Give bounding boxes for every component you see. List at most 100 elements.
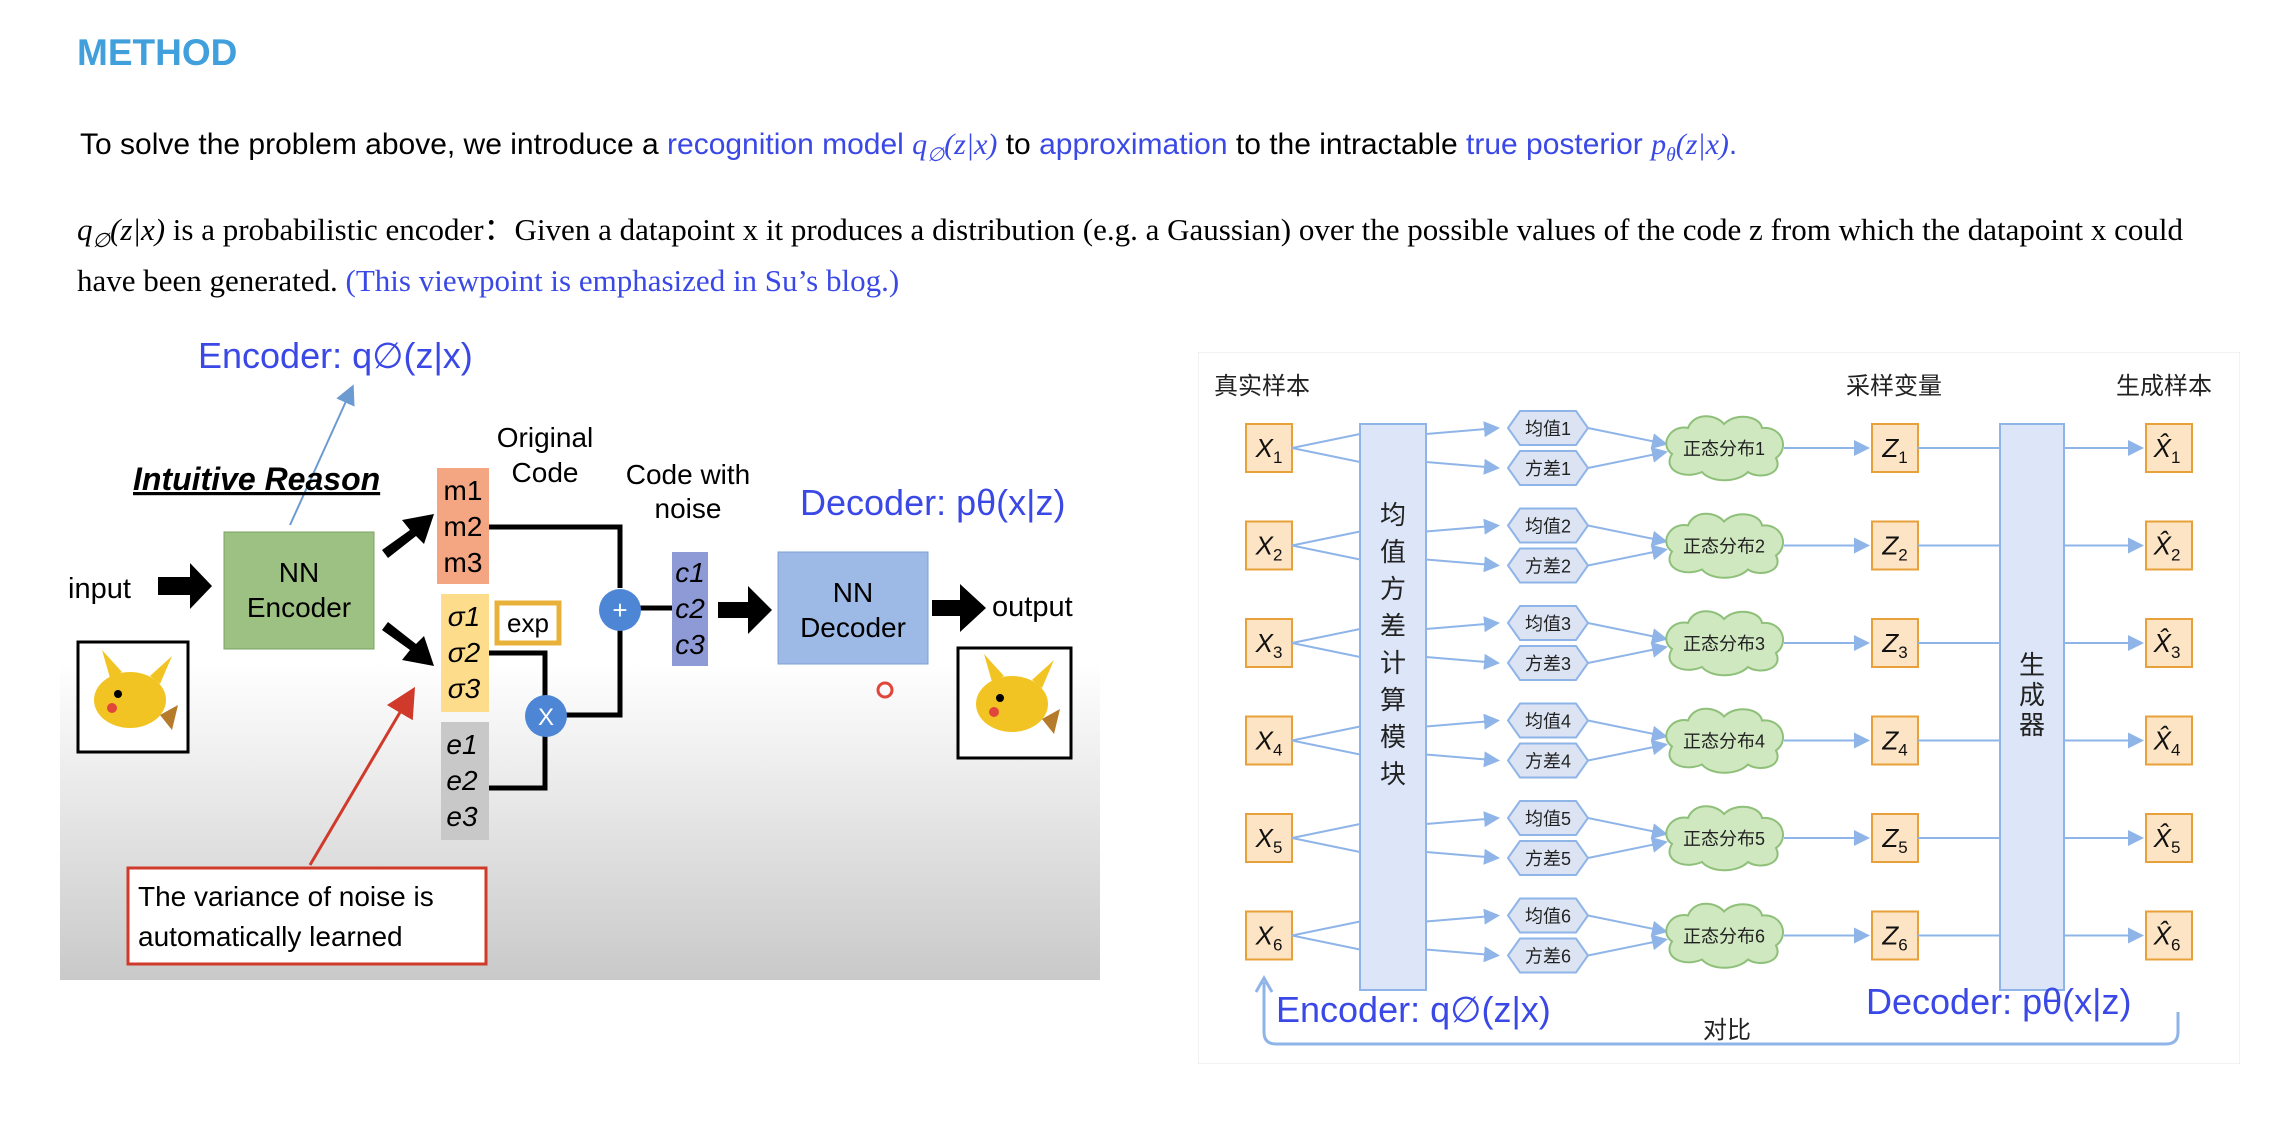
normal-distribution-label: 正态分布4 bbox=[1683, 732, 1765, 752]
module-char: 块 bbox=[1380, 759, 1406, 789]
q-phi-formula: q∅(z|x) bbox=[912, 128, 998, 166]
module-char: 方 bbox=[1380, 574, 1406, 604]
left-vae-diagram: Encoder: q∅(z|x) Intuitive Reason input … bbox=[60, 320, 1100, 980]
c1-label: c1 bbox=[675, 557, 705, 588]
real-sample-node bbox=[1245, 910, 1293, 961]
mean-link-line bbox=[1425, 616, 1500, 633]
mean-to-plus-line bbox=[489, 524, 623, 588]
variance-link-line bbox=[1425, 751, 1500, 768]
encoder-paragraph: q∅(z|x) is a probabilistic encoder：Given… bbox=[77, 210, 2227, 301]
variance-label: 方差4 bbox=[1525, 752, 1571, 772]
sampling-variable-header: 采样变量 bbox=[1846, 373, 1942, 400]
code-to-decoder-arrow bbox=[718, 586, 772, 634]
recognition-model-link: recognition model bbox=[667, 128, 904, 161]
dist-link-line bbox=[1587, 446, 1668, 469]
module-char: 算 bbox=[1380, 685, 1406, 715]
noise-to-times-line bbox=[489, 715, 548, 791]
normal-distribution-label: 正态分布2 bbox=[1683, 537, 1765, 557]
encoder-text: is a probabilistic encoder：Given a datap… bbox=[77, 212, 2183, 299]
e1-label: e1 bbox=[446, 729, 477, 760]
nn-encoder-label-2: Encoder bbox=[247, 592, 351, 623]
sample-variable-node bbox=[1871, 910, 1919, 961]
compare-label: 对比 bbox=[1703, 1017, 1751, 1044]
plus-node bbox=[599, 589, 641, 631]
real-sample-node bbox=[1245, 618, 1293, 668]
c3-label: c3 bbox=[675, 629, 705, 660]
variance-link-line bbox=[1425, 653, 1500, 670]
e3-label: e3 bbox=[446, 801, 478, 832]
right-decoder-label: Decoder: pθ(x|z) bbox=[1866, 981, 2131, 1022]
dist-link-line bbox=[1587, 641, 1668, 664]
generator-module bbox=[1999, 423, 2065, 991]
input-link-line bbox=[1291, 530, 1361, 547]
variance-link-line bbox=[1425, 458, 1500, 475]
decoder-title: Decoder: pθ(x|z) bbox=[800, 482, 1065, 523]
normal-distribution-label: 正态分布6 bbox=[1683, 927, 1765, 947]
generator-char: 器 bbox=[2019, 710, 2045, 740]
dist-link-line bbox=[1587, 739, 1668, 762]
input-link-line bbox=[1291, 433, 1361, 449]
p-theta-formula: pθ(z|x) bbox=[1651, 128, 1729, 166]
intro-paragraph: To solve the problem above, we introduce… bbox=[80, 128, 1738, 166]
code-with-noise-label-1: Code with bbox=[626, 459, 751, 490]
original-code-label-2: Code bbox=[512, 457, 579, 488]
variance-link-line bbox=[1425, 556, 1500, 573]
mean-label: 均值1 bbox=[1525, 419, 1571, 439]
input-link-line bbox=[1291, 725, 1361, 742]
nn-decoder-label-2: Decoder bbox=[800, 612, 906, 643]
sample-variable-node bbox=[1871, 813, 1919, 863]
mean-label: 均值4 bbox=[1525, 712, 1571, 732]
mean-code-box bbox=[437, 468, 489, 584]
input-link-line bbox=[1291, 739, 1361, 756]
input-link-line bbox=[1291, 544, 1361, 561]
intuitive-reason-label: Intuitive Reason bbox=[133, 461, 380, 497]
real-sample-node bbox=[1245, 813, 1293, 863]
q-phi-formula-2: q∅(z|x) bbox=[77, 212, 166, 253]
dist-link-line bbox=[1587, 934, 1668, 957]
input-arrow bbox=[158, 563, 212, 609]
input-pikachu-image bbox=[76, 640, 190, 754]
exp-label: exp bbox=[507, 608, 549, 638]
dist-link-line bbox=[1587, 817, 1668, 840]
module-char: 模 bbox=[1380, 722, 1406, 752]
generated-sample-node bbox=[2145, 910, 2193, 961]
generated-sample-node bbox=[2145, 520, 2193, 571]
times-node bbox=[525, 695, 567, 737]
mean-link-line bbox=[1425, 908, 1500, 925]
variance-label: 方差6 bbox=[1525, 947, 1571, 967]
intro-text-2: to bbox=[997, 128, 1040, 161]
input-link-line bbox=[1291, 934, 1361, 951]
m1-label: m1 bbox=[444, 475, 483, 506]
exp-box bbox=[494, 600, 562, 646]
input-label: input bbox=[68, 573, 131, 605]
nn-encoder-box bbox=[223, 531, 375, 650]
output-label: output bbox=[992, 591, 1073, 623]
generator-char: 生 bbox=[2019, 650, 2045, 680]
normal-distribution-node bbox=[1665, 902, 1784, 969]
right-encoder-label: Encoder: q∅(z|x) bbox=[1276, 989, 1551, 1030]
dist-link-line bbox=[1587, 622, 1668, 645]
mean-link-line bbox=[1425, 713, 1500, 730]
variance-note-line-2: automatically learned bbox=[138, 921, 403, 952]
normal-distribution-node bbox=[1665, 707, 1784, 774]
mean-label: 均值5 bbox=[1525, 809, 1571, 829]
intro-text-1: To solve the problem above, we introduce… bbox=[80, 128, 668, 161]
c2-label: c2 bbox=[675, 593, 705, 624]
generated-sample-node bbox=[2145, 715, 2193, 766]
normal-distribution-label: 正态分布5 bbox=[1683, 829, 1765, 849]
module-char: 均 bbox=[1380, 500, 1406, 530]
sample-variable-label: Z5 bbox=[1881, 823, 1907, 857]
decoder-to-output-arrow bbox=[932, 584, 986, 632]
intro-text-3: to the intractable bbox=[1227, 128, 1467, 161]
normal-distribution-node bbox=[1665, 512, 1784, 579]
sigma2-label: σ2 bbox=[448, 637, 481, 668]
variance-label: 方差5 bbox=[1525, 849, 1571, 869]
noise-code-box bbox=[441, 722, 489, 840]
sample-variable-node bbox=[1871, 423, 1919, 473]
variance-note-box bbox=[126, 866, 488, 966]
noisy-code-box bbox=[672, 552, 708, 666]
generated-sample-node bbox=[2145, 813, 2193, 863]
normal-distribution-node bbox=[1665, 415, 1784, 482]
